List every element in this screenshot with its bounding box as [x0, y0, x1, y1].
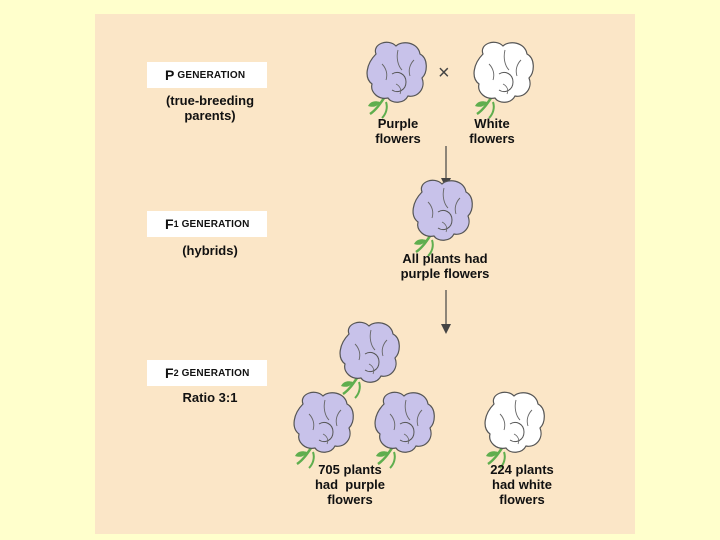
f2-word: GENERATION [181, 367, 250, 379]
f2-white-line3: flowers [499, 492, 545, 507]
p-generation-note: (true-breeding parents) [150, 93, 270, 123]
white-parent-caption: White flowers [452, 116, 532, 146]
f2-letter: F [165, 365, 174, 381]
arrow-f1-to-f2 [441, 290, 451, 334]
f2-white-line1: 224 plants [490, 462, 554, 477]
purple-parent-caption: Purple flowers [358, 116, 438, 146]
diagram-panel: P GENERATION (true-breeding parents) × P… [95, 14, 635, 534]
f2-white-line2: had white [492, 477, 552, 492]
f2-purple-caption: 705 plants had purple flowers [290, 462, 410, 507]
f1-purple-flower [411, 179, 474, 258]
white-parent-line1: White [474, 116, 510, 131]
p-word: GENERATION [177, 69, 246, 81]
purple-parent-line1: Purple [377, 116, 419, 131]
p-note-line1: (true-breeding [165, 93, 255, 108]
p-generation-label: P GENERATION [147, 62, 267, 88]
white-parent-flower [472, 41, 535, 120]
f1-word: GENERATION [181, 218, 250, 230]
p-note-line2: parents) [184, 108, 236, 123]
f1-letter: F [165, 216, 174, 232]
f1-caption-line1: All plants had [402, 251, 488, 266]
f2-ratio: Ratio 3:1 [182, 390, 238, 405]
f1-generation-note: (hybrids) [182, 243, 238, 258]
f1-caption-line2: purple flowers [400, 266, 490, 281]
f1-caption: All plants had purple flowers [380, 251, 510, 281]
f1-subscript: 1 [173, 219, 179, 229]
f2-purple-line3: flowers [327, 492, 373, 507]
purple-parent-flower [365, 41, 428, 120]
f2-purple-line1: 705 plants [318, 462, 382, 477]
f2-white-caption: 224 plants had white flowers [462, 462, 582, 507]
p-letter: P [165, 67, 175, 83]
cross-symbol: × [438, 62, 450, 84]
f2-purple-line2: had purple [314, 477, 386, 492]
f2-subscript: 2 [173, 368, 179, 378]
purple-parent-line2: flowers [375, 131, 421, 146]
white-parent-line2: flowers [469, 131, 515, 146]
